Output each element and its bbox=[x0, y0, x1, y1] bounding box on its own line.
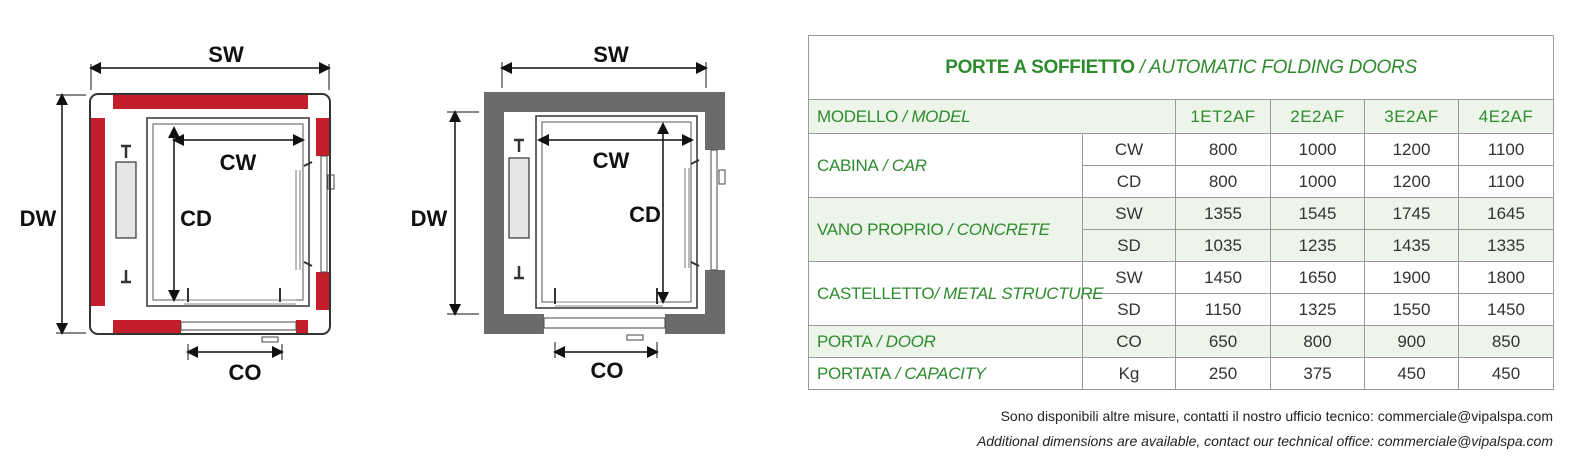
cell: 1335 bbox=[1457, 229, 1555, 262]
cell: 900 bbox=[1364, 325, 1459, 358]
cell: 1900 bbox=[1364, 261, 1459, 294]
row-group-castelletto: CASTELLETTO/ METAL STRUCTURE bbox=[808, 261, 1104, 326]
cell: 1325 bbox=[1270, 293, 1365, 326]
cell: 250 bbox=[1175, 357, 1271, 390]
cell: 1035 bbox=[1175, 229, 1271, 262]
row-sub: SD bbox=[1082, 229, 1176, 262]
table-row: VANO PROPRIO / CONCRETE SW 1355 1545 174… bbox=[808, 197, 1555, 262]
row-sub: SD bbox=[1082, 293, 1176, 326]
cell: 1000 bbox=[1270, 165, 1365, 198]
row-group-cabina: CABINA / CAR bbox=[808, 133, 1083, 198]
table-row: SD 1150 1325 1550 1450 bbox=[809, 293, 1555, 326]
cell: 1450 bbox=[1457, 293, 1555, 326]
table-row: PORTATA / CAPACITY Kg 250 375 450 450 bbox=[808, 357, 1555, 390]
cell: 1645 bbox=[1457, 197, 1555, 230]
cell: 800 bbox=[1270, 325, 1365, 358]
row-group-portata: PORTATA / CAPACITY bbox=[808, 357, 1083, 390]
model-1: 1ET2AF bbox=[1175, 99, 1271, 134]
cell: 1450 bbox=[1175, 261, 1271, 294]
cell: 650 bbox=[1175, 325, 1271, 358]
concrete-walls bbox=[484, 92, 725, 334]
table-title: PORTE A SOFFIETTO / AUTOMATIC FOLDING DO… bbox=[807, 35, 1555, 100]
model-4: 4E2AF bbox=[1457, 99, 1555, 134]
dw-label: DW bbox=[411, 206, 448, 231]
cell: 1800 bbox=[1457, 261, 1555, 294]
cell: 450 bbox=[1364, 357, 1459, 390]
spec-table: PORTE A SOFFIETTO / AUTOMATIC FOLDING DO… bbox=[807, 35, 1555, 390]
cd-label: CD bbox=[180, 206, 212, 231]
cell: 800 bbox=[1175, 165, 1271, 198]
cell: 1000 bbox=[1270, 133, 1365, 166]
cw-label: CW bbox=[220, 150, 257, 175]
table-title-en: / AUTOMATIC FOLDING DOORS bbox=[1134, 56, 1417, 78]
table-row: CABINA / CAR CW 800 1000 1200 1100 bbox=[808, 133, 1555, 198]
row-group-vano: VANO PROPRIO / CONCRETE bbox=[808, 197, 1083, 262]
table-title-main: PORTE A SOFFIETTO bbox=[945, 56, 1135, 78]
cell: 1100 bbox=[1457, 133, 1555, 166]
row-sub: Kg bbox=[1082, 357, 1176, 390]
row-sub: CD bbox=[1082, 165, 1176, 198]
cell: 1745 bbox=[1364, 197, 1459, 230]
row-group-porta: PORTA / DOOR bbox=[808, 325, 1083, 358]
co-label: CO bbox=[591, 358, 624, 383]
cell: 1550 bbox=[1364, 293, 1459, 326]
model-3: 3E2AF bbox=[1364, 99, 1459, 134]
table-row: SD 1035 1235 1435 1335 bbox=[809, 229, 1555, 262]
cw-label: CW bbox=[593, 148, 630, 173]
row-sub: CW bbox=[1082, 133, 1176, 166]
note-italian: Sono disponibili altre misure, contatti … bbox=[1000, 408, 1553, 424]
cell: 1150 bbox=[1175, 293, 1271, 326]
cell: 1200 bbox=[1364, 165, 1459, 198]
table-row: CASTELLETTO/ METAL STRUCTURE SW 1450 165… bbox=[808, 261, 1555, 326]
dw-label: DW bbox=[20, 206, 57, 231]
diagram-metal-structure: SW DW CW CD CO bbox=[0, 0, 360, 400]
model-header: MODELLO / MODEL bbox=[808, 99, 1176, 134]
cell: 1235 bbox=[1270, 229, 1365, 262]
cell: 1545 bbox=[1270, 197, 1365, 230]
cell: 375 bbox=[1270, 357, 1365, 390]
cell: 450 bbox=[1457, 357, 1555, 390]
cell: 850 bbox=[1457, 325, 1555, 358]
sw-label: SW bbox=[593, 42, 629, 67]
row-sub: SW bbox=[1082, 261, 1176, 294]
cell: 1100 bbox=[1457, 165, 1555, 198]
co-label: CO bbox=[229, 360, 262, 385]
diagram-concrete-shaft: SW DW CW CD CO bbox=[395, 0, 755, 400]
sw-label: SW bbox=[208, 42, 244, 67]
table-row: CD 800 1000 1200 1100 bbox=[809, 165, 1555, 198]
model-2: 2E2AF bbox=[1270, 99, 1365, 134]
table-row: PORTA / DOOR CO 650 800 900 850 bbox=[808, 325, 1555, 358]
cell: 1650 bbox=[1270, 261, 1365, 294]
row-sub: CO bbox=[1082, 325, 1176, 358]
note-english: Additional dimensions are available, con… bbox=[976, 433, 1553, 449]
row-sub: SW bbox=[1082, 197, 1176, 230]
header-row: MODELLO / MODEL 1ET2AF 2E2AF 3E2AF 4E2AF bbox=[808, 99, 1555, 134]
cell: 800 bbox=[1175, 133, 1271, 166]
cell: 1435 bbox=[1364, 229, 1459, 262]
wall-panels bbox=[91, 95, 329, 333]
cell: 1355 bbox=[1175, 197, 1271, 230]
cd-label: CD bbox=[629, 202, 661, 227]
cell: 1200 bbox=[1364, 133, 1459, 166]
